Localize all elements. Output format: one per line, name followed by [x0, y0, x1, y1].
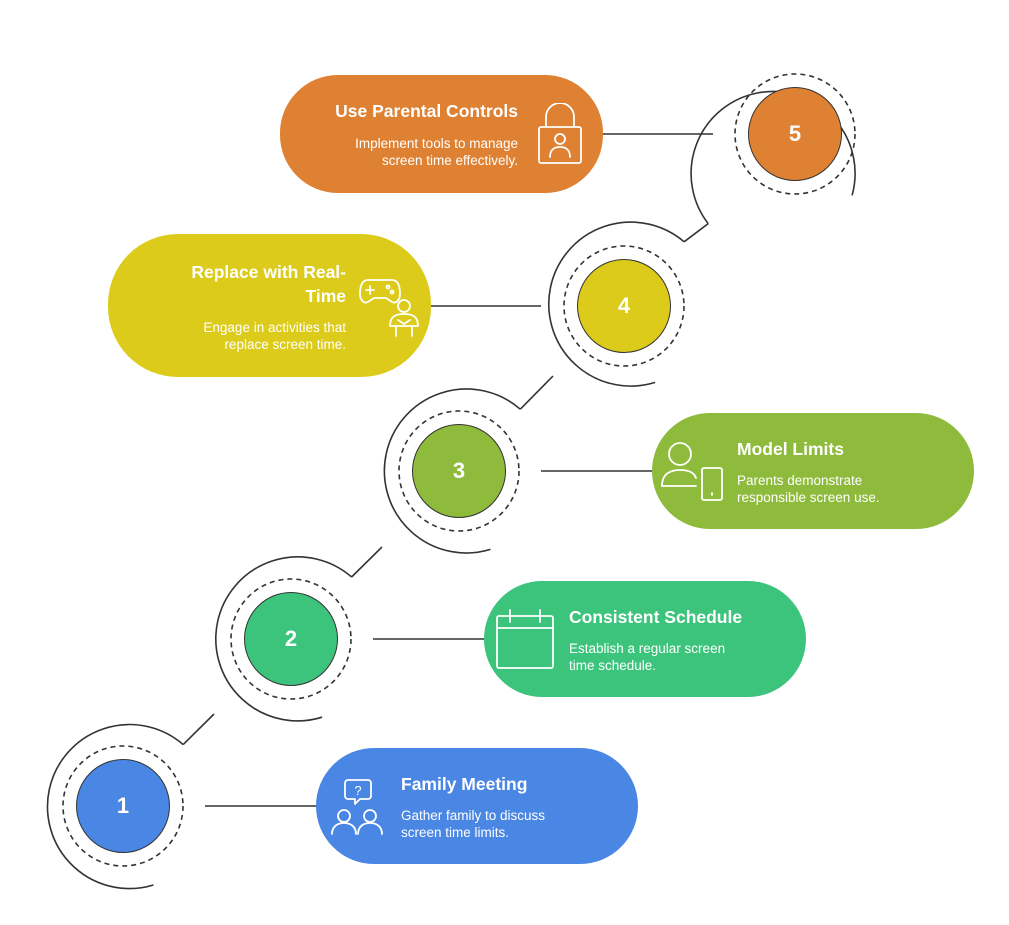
step-number: 5: [788, 121, 802, 146]
step-title: Model Limits: [737, 439, 844, 459]
desc-line: screen time effectively.: [381, 153, 518, 168]
desc-line: Gather family to discuss: [401, 808, 546, 823]
gamepad-child-icon: [359, 279, 419, 337]
step-card-2: Consistent Schedule Establish a regular …: [484, 581, 806, 697]
step-card-1: ? Family Meeting Gather family to discus…: [316, 748, 638, 864]
step-card-5: Use Parental Controls Implement tools to…: [280, 75, 603, 193]
step-node-5: 5: [748, 87, 842, 181]
dashed-ring-5: [734, 73, 856, 195]
step-number: 4: [617, 293, 631, 318]
calendar-icon: [496, 609, 554, 669]
step-number: 2: [284, 626, 298, 651]
step-node-3: 3: [412, 424, 506, 518]
family-discussion-icon: ?: [331, 779, 383, 835]
desc-line: Engage in activities that: [203, 320, 346, 335]
step-description: Gather family to discuss screen time lim…: [401, 807, 545, 841]
step-title: Consistent Schedule: [569, 607, 743, 627]
parent-with-phone-icon: [661, 442, 723, 501]
diagonal-connector-3: [519, 375, 554, 410]
desc-line: screen time limits.: [401, 825, 510, 840]
diagonal-connector-1: [182, 713, 215, 746]
desc-line: time schedule.: [569, 658, 657, 673]
outer-ring-5: [690, 90, 856, 225]
step-description: Engage in activities that replace screen…: [203, 319, 346, 353]
diagonal-connector-4: [683, 222, 709, 243]
diagonal-connector-2: [351, 546, 383, 578]
dashed-ring-2: [230, 578, 352, 700]
outer-ring-1: [46, 723, 184, 890]
step-title: Replace with Real- Time: [191, 260, 346, 308]
dashed-ring-4: [563, 245, 685, 367]
title-line: Time: [305, 286, 346, 306]
outer-ring-3: [383, 388, 521, 554]
step-node-2: 2: [244, 592, 338, 686]
step-description: Implement tools to manage screen time ef…: [355, 135, 518, 169]
desc-line: replace screen time.: [224, 337, 346, 352]
step-description: Establish a regular screen time schedule…: [569, 640, 725, 674]
outer-ring-4: [547, 221, 685, 387]
lock-user-icon: [538, 103, 582, 164]
step-card-4: Replace with Real- Time Engage in activi…: [108, 234, 431, 377]
desc-line: Parents demonstrate: [737, 473, 863, 488]
step-title: Use Parental Controls: [335, 101, 518, 121]
svg-text:?: ?: [354, 783, 361, 798]
dashed-ring-3: [398, 410, 520, 532]
step-node-4: 4: [577, 259, 671, 353]
desc-line: Implement tools to manage: [355, 136, 518, 151]
step-description: Parents demonstrate responsible screen u…: [737, 472, 880, 506]
step-title: Family Meeting: [401, 774, 528, 794]
step-number: 1: [116, 793, 130, 818]
title-line: Replace with Real-: [191, 262, 346, 282]
step-node-1: 1: [76, 759, 170, 853]
outer-ring-2: [215, 556, 353, 722]
step-number: 3: [452, 458, 466, 483]
desc-line: responsible screen use.: [737, 490, 880, 505]
dashed-ring-1: [62, 745, 184, 867]
desc-line: Establish a regular screen: [569, 641, 726, 656]
step-card-3: Model Limits Parents demonstrate respons…: [652, 413, 974, 529]
